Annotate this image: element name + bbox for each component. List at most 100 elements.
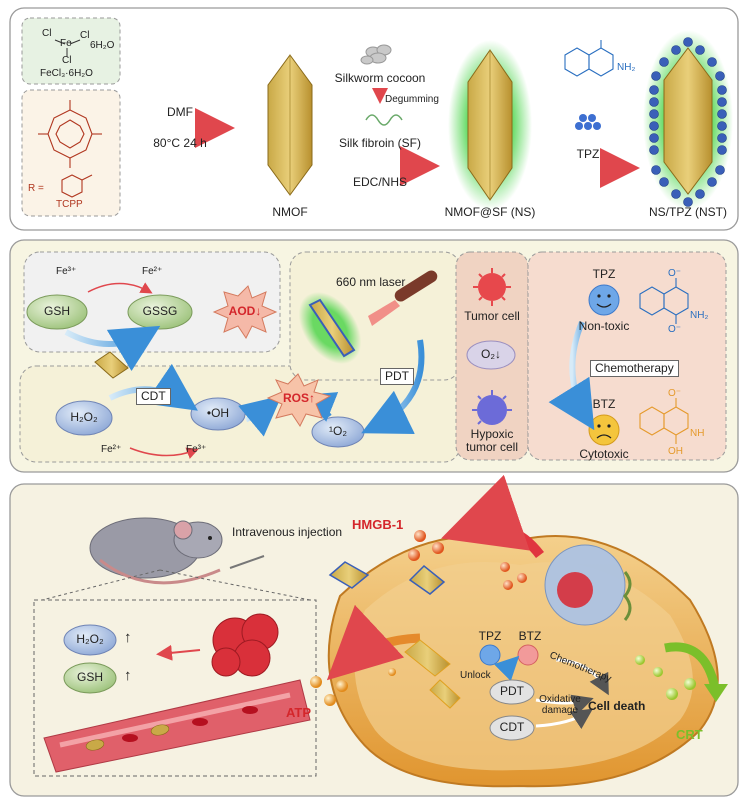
aod-label: AOD↓ bbox=[228, 304, 262, 318]
h2o2-label: H₂O₂ bbox=[76, 632, 104, 646]
tpz-structure bbox=[564, 40, 614, 77]
tpz-particle bbox=[683, 197, 693, 207]
tpz-particle bbox=[707, 177, 717, 187]
injection-label: Intravenous injection bbox=[232, 525, 343, 539]
tpz-particle bbox=[715, 165, 725, 175]
non-toxic-label: Non-toxic bbox=[578, 319, 630, 333]
oxidative-damage-label: Oxidative damage bbox=[539, 694, 581, 716]
h2o2-label: H₂O₂ bbox=[70, 410, 98, 424]
fecl3-cl-atom: Cl bbox=[80, 30, 90, 41]
fecl3-fe-atom: Fe bbox=[60, 38, 72, 49]
tpz-label: TPZ bbox=[576, 147, 600, 161]
tumor-cell-label: Tumor cell bbox=[464, 309, 520, 323]
tpz-nh2-label: NH₂ bbox=[617, 62, 636, 73]
mouse-shape bbox=[89, 517, 265, 585]
tpz-particle bbox=[717, 133, 727, 143]
tpz-label: TPZ bbox=[592, 267, 616, 281]
fecl3-cl-atom: Cl bbox=[62, 55, 72, 66]
h2o2-up-arrow: ↑ bbox=[124, 629, 132, 646]
fecl3-box bbox=[21, 17, 121, 85]
condition-label: 80°C 24 h bbox=[153, 136, 207, 150]
tpz-particle bbox=[649, 121, 659, 131]
hmgb1-label: HMGB-1 bbox=[352, 517, 404, 532]
gsh-label: GSH bbox=[43, 304, 71, 318]
atp-label: ATP bbox=[286, 705, 312, 720]
cdt-box: CDT bbox=[136, 388, 171, 406]
panel-synthesis bbox=[9, 7, 739, 231]
hmgb1-balls bbox=[408, 530, 527, 590]
fe3-bottom-label: Fe³⁺ bbox=[186, 444, 207, 455]
pdt-box: PDT bbox=[380, 368, 414, 386]
btz-nh-label: NH bbox=[690, 428, 705, 439]
fecl3-water: 6H₂O bbox=[90, 40, 115, 51]
singlet-oxygen-label: ¹O₂ bbox=[329, 424, 347, 438]
tpz-particle bbox=[651, 165, 661, 175]
tpz-o-minus-bottom: O⁻ bbox=[668, 324, 682, 335]
tpz-particle bbox=[683, 37, 693, 47]
crt-label: CRT bbox=[676, 727, 703, 742]
tpz-particle bbox=[649, 133, 659, 143]
cell-death-label: Cell death bbox=[588, 699, 646, 713]
tpz-particle bbox=[671, 189, 681, 199]
tpz-particle bbox=[659, 57, 669, 67]
tpz-particle bbox=[649, 97, 659, 107]
nmof-sf-label: NMOF@SF (NS) bbox=[444, 205, 536, 219]
gsh-up-arrow: ↑ bbox=[124, 667, 132, 684]
ros-label: ROS↑ bbox=[282, 391, 316, 405]
degumming-label: Degumming bbox=[385, 94, 439, 105]
chemotherapy-box: Chemotherapy bbox=[590, 360, 679, 378]
btz-label: BTZ bbox=[518, 629, 542, 643]
tpz-particle bbox=[649, 85, 659, 95]
dmf-label: DMF bbox=[167, 105, 193, 119]
fecl3-label: FeCl₃·6H₂O bbox=[40, 68, 93, 79]
fe2-bottom-label: Fe²⁺ bbox=[101, 444, 122, 455]
nmof-label: NMOF bbox=[272, 205, 308, 219]
tumor-blob-shape bbox=[211, 613, 279, 677]
tcpp-label: TCPP bbox=[56, 199, 83, 210]
tpz-dots bbox=[575, 114, 601, 130]
tpz-nh2-label: NH₂ bbox=[690, 310, 709, 321]
tpz-particle bbox=[715, 71, 725, 81]
tpz-label: TPZ bbox=[478, 629, 502, 643]
oh-radical-label: •OH bbox=[206, 406, 230, 420]
tpz-particle bbox=[695, 189, 705, 199]
tpz-particle bbox=[717, 109, 727, 119]
btz-o-minus-label: O⁻ bbox=[668, 388, 682, 399]
tpz-particle bbox=[717, 121, 727, 131]
tpz-particle bbox=[671, 45, 681, 55]
gsh-label: GSH bbox=[76, 670, 104, 684]
cytotoxic-label: Cytotoxic bbox=[579, 447, 629, 461]
btz-oh-label: OH bbox=[668, 446, 683, 457]
tpz-o-minus-top: O⁻ bbox=[668, 268, 682, 279]
tpz-particle bbox=[651, 71, 661, 81]
btz-label: BTZ bbox=[592, 397, 616, 411]
tpz-particle bbox=[695, 45, 705, 55]
tcpp-structure bbox=[38, 100, 102, 198]
fe2-top-label: Fe²⁺ bbox=[142, 266, 163, 277]
tpz-particle bbox=[707, 57, 717, 67]
tpz-particle bbox=[659, 177, 669, 187]
fecl3-cl-atom: Cl bbox=[42, 28, 52, 39]
tcpp-box bbox=[21, 89, 121, 217]
nst-label: NS/TPZ (NST) bbox=[649, 205, 727, 219]
unlock-label: Unlock bbox=[460, 670, 491, 681]
tpz-particle bbox=[649, 109, 659, 119]
tpz-particle bbox=[649, 145, 659, 155]
hypoxic-cell-shape bbox=[472, 390, 512, 425]
gssg-label: GSSG bbox=[142, 304, 178, 318]
nmof-crystal-shape bbox=[267, 54, 313, 196]
nst-tpz-coating bbox=[649, 37, 727, 207]
edc-label: EDC/NHS bbox=[352, 175, 408, 189]
crt-balls bbox=[635, 655, 696, 700]
tpz-particle bbox=[717, 85, 727, 95]
laser-label: 660 nm laser bbox=[336, 275, 406, 289]
fe3-top-label: Fe³⁺ bbox=[56, 266, 77, 277]
silkworm-label: Silkworm cocoon bbox=[334, 71, 426, 85]
tpz-particle bbox=[717, 97, 727, 107]
pdt-label: PDT bbox=[500, 684, 524, 698]
tcpp-r-label: R = bbox=[28, 183, 44, 194]
tumor-cell-shape bbox=[473, 268, 511, 306]
cdt-label: CDT bbox=[499, 720, 525, 734]
